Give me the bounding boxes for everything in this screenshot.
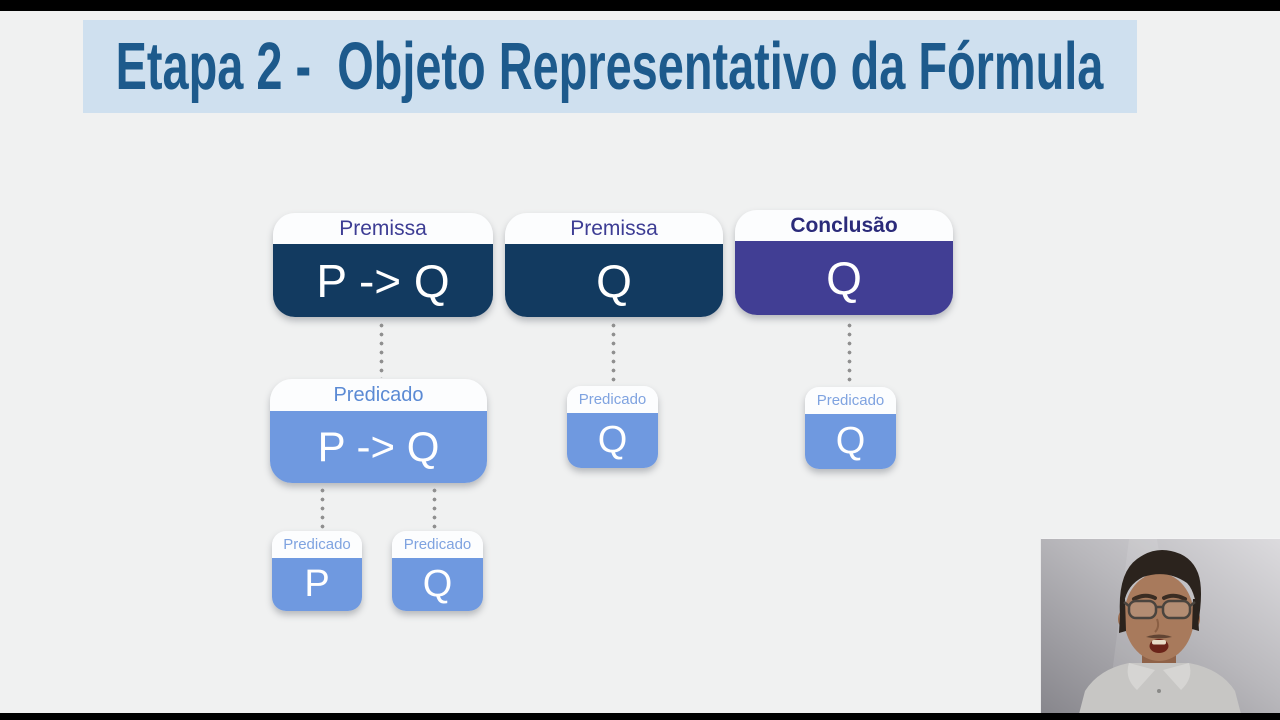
card-predicate-main: Predicado P -> Q	[270, 379, 487, 483]
presenter-avatar	[1041, 539, 1280, 714]
card-header: Predicado	[272, 531, 362, 558]
dotted-connector-premise2	[611, 321, 616, 384]
card-header: Conclusão	[735, 210, 953, 241]
dotted-connector-pred-q	[432, 486, 437, 529]
dotted-connector-premise1	[379, 321, 384, 378]
card-header: Predicado	[392, 531, 483, 558]
premise-label: Premissa	[570, 216, 658, 240]
title-banner: Etapa 2 - Objeto Representativo da Fórmu…	[83, 20, 1137, 113]
page-title: Etapa 2 - Objeto Representativo da Fórmu…	[116, 29, 1104, 104]
formula-text: P -> Q	[273, 244, 493, 317]
predicate-label: Predicado	[578, 391, 647, 408]
formula-text: Q	[505, 244, 723, 317]
card-predicate-right: Predicado Q	[805, 387, 896, 469]
card-header: Premissa	[273, 213, 493, 244]
formula-text: Q	[392, 558, 483, 611]
glasses	[1123, 599, 1196, 620]
card-header: Premissa	[505, 213, 723, 244]
presenter-person	[1079, 550, 1241, 714]
dotted-connector-conclusion	[847, 321, 852, 385]
predicate-label: Predicado	[283, 536, 351, 553]
dotted-connector-pred-p	[320, 486, 325, 529]
premise-label: Premissa	[339, 216, 427, 240]
card-predicate-p: Predicado P	[272, 531, 362, 611]
predicate-label: Predicado	[333, 383, 424, 406]
formula-text: Q	[735, 241, 953, 315]
card-predicate-q: Predicado Q	[392, 531, 483, 611]
card-premise-2: Premissa Q	[505, 213, 723, 317]
card-conclusion: Conclusão Q	[735, 210, 953, 315]
webcam-overlay	[1040, 538, 1280, 714]
card-header: Predicado	[270, 379, 487, 411]
formula-text: P	[272, 558, 362, 611]
conclusion-label: Conclusão	[790, 213, 898, 237]
card-header: Predicado	[567, 386, 658, 413]
predicate-label: Predicado	[403, 536, 472, 553]
letterbox-bottom	[0, 713, 1280, 720]
formula-text: P -> Q	[270, 411, 487, 483]
formula-text: Q	[567, 413, 658, 468]
card-header: Predicado	[805, 387, 896, 414]
card-premise-1: Premissa P -> Q	[273, 213, 493, 317]
formula-text: Q	[805, 414, 896, 469]
letterbox-top	[0, 0, 1280, 11]
card-predicate-mid: Predicado Q	[567, 386, 658, 468]
predicate-label: Predicado	[816, 392, 885, 409]
